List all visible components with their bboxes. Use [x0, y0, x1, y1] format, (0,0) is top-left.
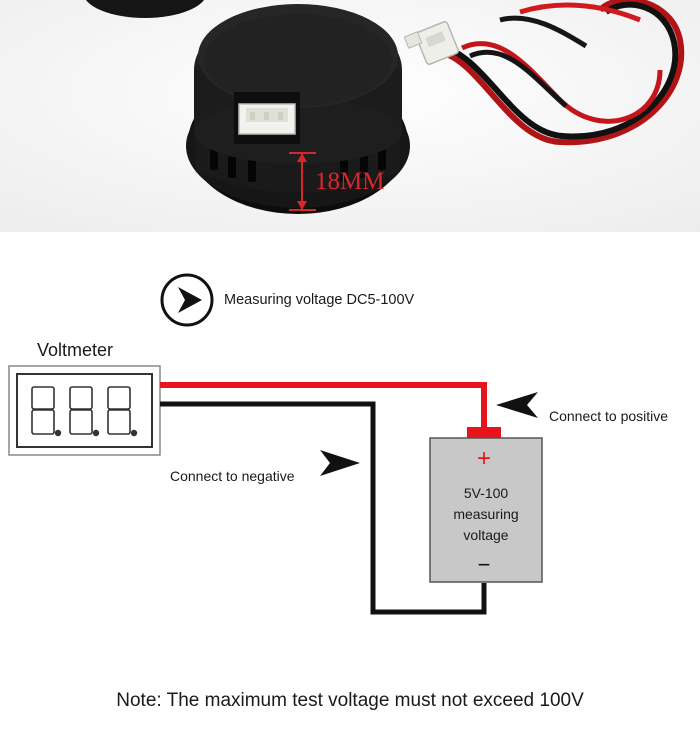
- connector-socket: [234, 92, 300, 144]
- wiring-diagram: + −: [8, 273, 543, 615]
- voltmeter-display: [8, 365, 161, 456]
- negative-wire: [160, 401, 487, 615]
- voltmeter-label: Voltmeter: [37, 340, 114, 360]
- left-meter-partial: [86, 0, 204, 18]
- connect-negative-label: Connect to negative: [170, 468, 295, 484]
- measured-voltage-source: + −: [429, 427, 543, 583]
- connect-positive-label: Connect to positive: [549, 408, 669, 424]
- source-line-2: measuring: [453, 506, 519, 522]
- max-voltage-note: Note: The maximum test voltage must not …: [116, 690, 584, 711]
- measuring-range-label: Measuring voltage DC5-100V: [224, 292, 415, 308]
- cable-with-plug: [403, 0, 685, 146]
- positive-symbol: +: [477, 445, 491, 472]
- source-line-3: voltage: [463, 527, 509, 543]
- arrow-left-icon: [496, 392, 538, 418]
- product-photo: [0, 0, 700, 232]
- dimension-marker: [289, 152, 316, 211]
- positive-wire: [160, 382, 487, 428]
- seven-segment-digits: [31, 386, 138, 437]
- dimension-label: 18MM: [315, 168, 385, 195]
- source-description: 5V-100 measuring voltage: [431, 483, 541, 546]
- arrow-right-icon: [320, 450, 360, 476]
- arrow-right-circle-icon: [160, 273, 214, 327]
- source-line-1: 5V-100: [463, 485, 509, 501]
- negative-symbol: −: [478, 552, 491, 577]
